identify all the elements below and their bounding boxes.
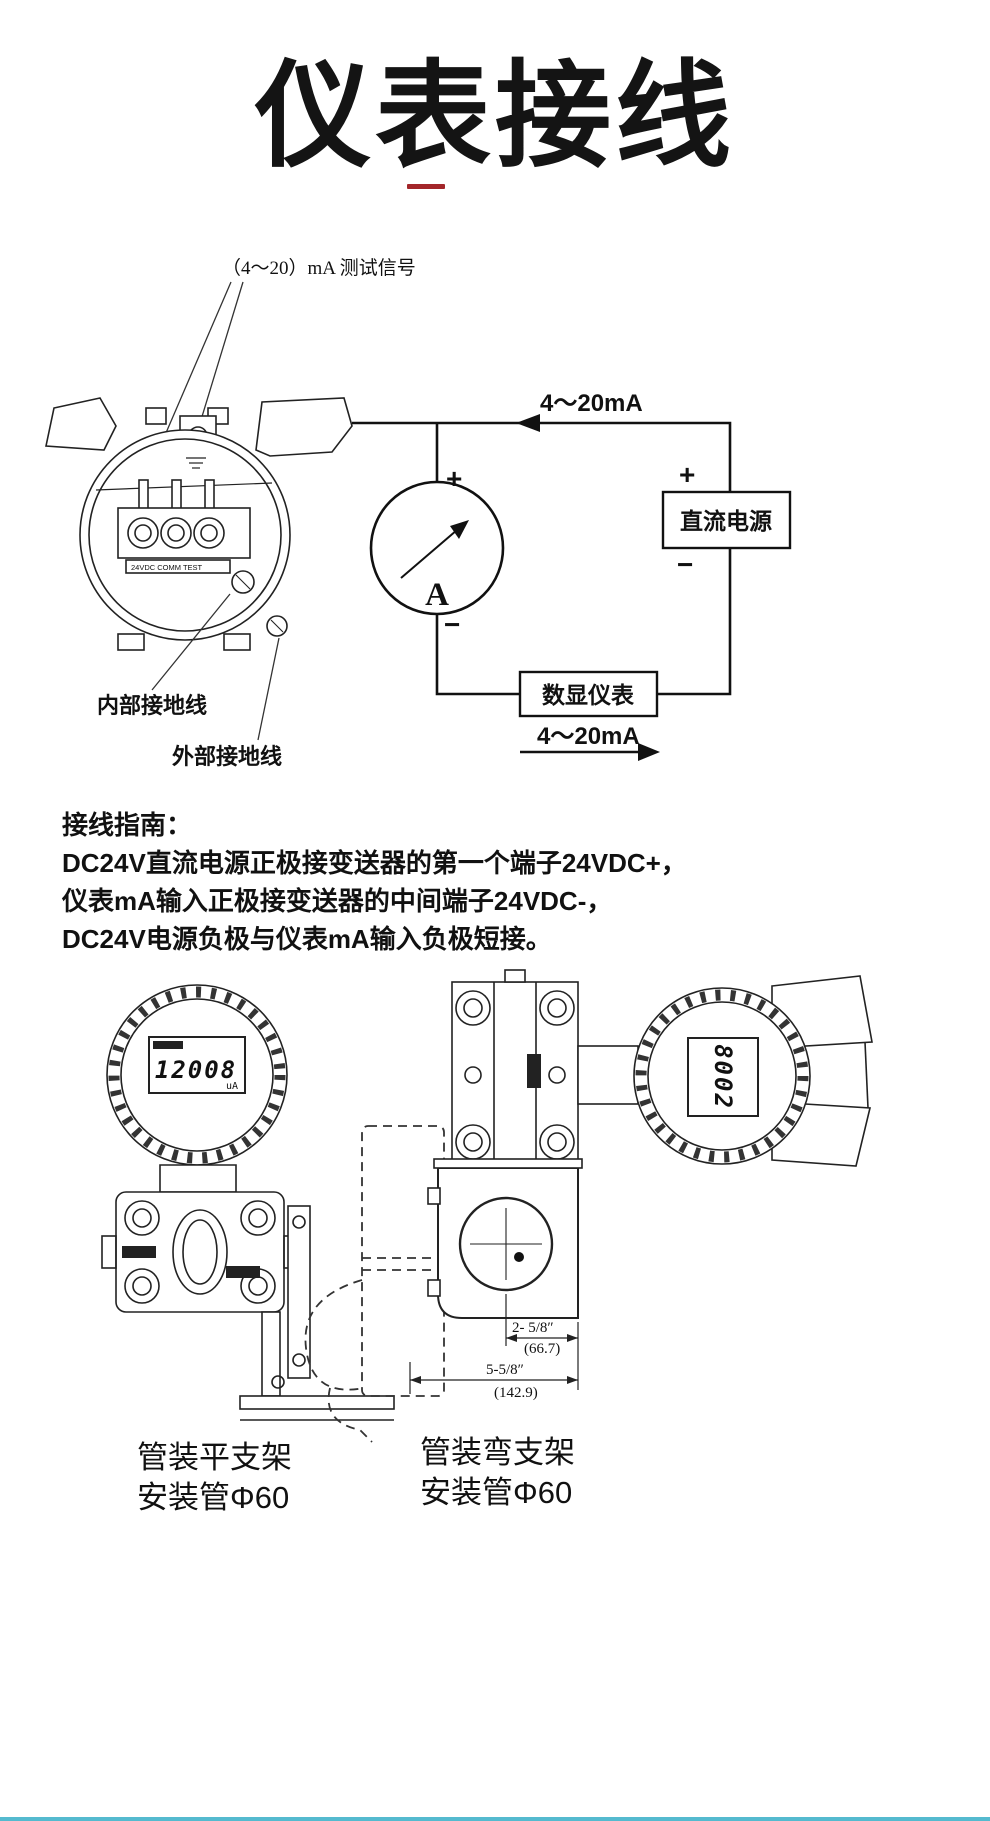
current-arrow-left	[516, 414, 540, 432]
dc-supply-label: 直流电源	[680, 508, 772, 534]
dim-small-mm: (66.7)	[524, 1341, 560, 1357]
ground-symbol	[186, 457, 206, 469]
wiring-guide: 接线指南： DC24V直流电源正极接变送器的第一个端子24VDC+， 仪表mA输…	[62, 806, 687, 958]
knurled-bezel	[108, 986, 286, 1164]
terminal-marking: 24VDC COMM TEST	[131, 563, 203, 572]
caption-flat-line2: 安装管Φ60	[137, 1480, 290, 1515]
terminal-screws	[127, 517, 225, 549]
ammeter-plus-sign: +	[446, 463, 462, 494]
dim-large-inches: 5-5/8″	[486, 1362, 524, 1378]
caption-bent-line2: 安装管Φ60	[420, 1475, 573, 1510]
guide-line-1: DC24V直流电源正极接变送器的第一个端子24VDC+，	[62, 848, 687, 878]
mounting-diagrams: 12008 uA	[101, 969, 873, 1443]
internal-ground-label: 内部接地线	[97, 693, 207, 718]
dc-minus-sign: −	[677, 549, 693, 580]
transmitter-bent-bracket-drawing	[427, 969, 873, 1319]
loop-wires	[352, 421, 732, 754]
guide-line-3: DC24V电源负极与仪表mA输入负极短接。	[62, 924, 552, 954]
next-section-edge	[0, 1817, 990, 1821]
lcd-left-unit: uA	[226, 1081, 238, 1092]
dc-supply-box: 直流电源	[661, 490, 792, 550]
current-arrow-right	[638, 743, 660, 761]
body-badge-right	[226, 1266, 260, 1278]
ammeter: A	[369, 480, 505, 616]
transmitter-housing-drawing	[45, 397, 353, 651]
needle-arrowhead	[450, 520, 469, 539]
loop-label-bottom: 4～20mA	[537, 723, 640, 750]
wiring-diagram: （4～20）mA 测试信号	[45, 257, 792, 769]
guide-heading: 接线指南：	[62, 810, 193, 840]
dimension-lines	[409, 1294, 579, 1394]
caption-flat-bracket: 管装平支架 安装管Φ60	[137, 1438, 292, 1518]
lcd-right-value: 8002	[709, 1044, 737, 1110]
digital-meter-label: 数显仪表	[542, 682, 635, 708]
digital-meter-box: 数显仪表	[518, 670, 659, 718]
knurled-bezel-right	[635, 989, 809, 1163]
dim-large-mm: (142.9)	[494, 1385, 538, 1401]
transmitter-flat-bracket-drawing	[101, 984, 395, 1421]
dc-plus-sign: +	[679, 459, 695, 490]
caption-bent-bracket: 管装弯支架 安装管Φ60	[420, 1433, 575, 1513]
dim-small-inches: 2- 5/8″	[512, 1320, 554, 1336]
body-badge-left	[122, 1246, 156, 1258]
ammeter-letter: A	[425, 577, 449, 613]
loop-label-top: 4～20mA	[540, 390, 643, 417]
test-signal-label: （4～20）mA 测试信号	[222, 257, 416, 279]
caption-flat-line1: 管装平支架	[137, 1440, 292, 1475]
lcd-left-value: 12008	[155, 1056, 237, 1084]
external-ground-label: 外部接地线	[172, 744, 282, 769]
ground-leader-lines	[151, 593, 280, 741]
guide-line-2: 仪表mA输入正极接变送器的中间端子24VDC-，	[62, 886, 613, 916]
accent-dash	[407, 184, 445, 189]
page-title: 仪表接线	[255, 51, 735, 181]
ammeter-minus-sign: −	[444, 609, 460, 640]
caption-bent-line1: 管装弯支架	[420, 1435, 575, 1470]
